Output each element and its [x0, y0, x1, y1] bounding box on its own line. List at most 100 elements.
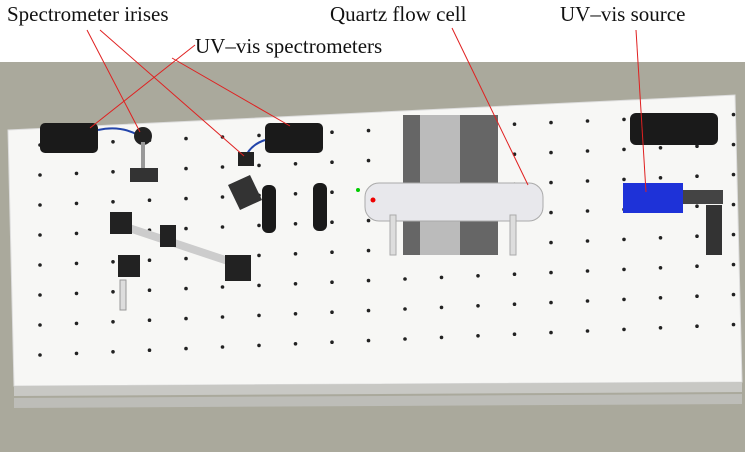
table-hole [731, 172, 736, 177]
table-hole [658, 326, 663, 330]
rail [118, 221, 242, 269]
table-hole [439, 305, 444, 310]
mirror-mount [118, 255, 140, 277]
table-hole [38, 203, 42, 207]
table-hole [293, 192, 298, 196]
table-edge [14, 382, 742, 396]
table-hole [111, 140, 115, 144]
table-hole [220, 225, 225, 229]
table-hole [622, 117, 626, 122]
table-hole [330, 220, 334, 224]
post [509, 214, 517, 256]
table-hole [184, 346, 188, 351]
table-hole [549, 150, 553, 155]
table-hole [38, 263, 42, 267]
table-hole [366, 338, 371, 343]
table-hole [293, 252, 298, 256]
table-hole [512, 122, 517, 126]
table-hole [695, 234, 699, 238]
table-hole [147, 288, 152, 293]
table-hole [257, 283, 261, 288]
post-base [228, 175, 262, 210]
table-hole [549, 210, 553, 215]
table-hole [184, 316, 188, 321]
table-hole [111, 170, 115, 174]
post-base [130, 168, 158, 182]
table-hole [512, 272, 517, 277]
table-hole [403, 277, 407, 281]
table-hole [184, 226, 188, 231]
table-hole [293, 342, 298, 346]
table-hole [658, 236, 663, 240]
spectrometer-right [630, 113, 718, 145]
post [119, 279, 127, 311]
table-hole [330, 250, 334, 254]
table-hole [330, 160, 334, 164]
table-hole [220, 345, 225, 349]
table-hole [111, 290, 115, 294]
quartz-flow-cell [364, 182, 544, 222]
table-hole [695, 294, 699, 299]
table-hole [622, 327, 626, 332]
iris-middle [238, 152, 254, 166]
table-hole [38, 323, 42, 327]
table-hole [622, 237, 626, 242]
table-hole [585, 149, 590, 153]
table-hole [184, 136, 188, 141]
table-hole [731, 232, 736, 237]
table-hole [403, 337, 407, 341]
table-hole [220, 315, 225, 319]
mirror-mount [160, 225, 176, 247]
table-hole [731, 202, 736, 207]
table-hole [549, 300, 553, 305]
table-hole [476, 334, 480, 338]
table-hole [74, 351, 79, 356]
table-hole [622, 297, 626, 302]
table-hole [695, 324, 699, 329]
table-hole [731, 142, 736, 147]
spectrometer-middle [265, 123, 323, 153]
table-hole [293, 282, 298, 286]
table-hole [731, 262, 736, 267]
mirror-mount [110, 212, 132, 234]
table-hole [147, 318, 152, 323]
table-hole [293, 222, 298, 226]
table-hole [622, 177, 626, 182]
table-hole [330, 280, 334, 285]
table-hole [695, 174, 699, 178]
table-hole [585, 239, 590, 243]
table-hole [731, 292, 736, 297]
table-hole [147, 198, 152, 202]
table-hole [257, 133, 261, 138]
table-hole [74, 321, 79, 326]
table-hole [257, 163, 261, 168]
table-hole [38, 353, 42, 357]
lens-holder [313, 183, 327, 231]
source-mount [683, 190, 723, 204]
table-hole [403, 307, 407, 311]
table-hole [257, 343, 261, 348]
table-hole [695, 144, 699, 148]
table-hole [257, 313, 261, 318]
label-uv-vis-source: UV–vis source [560, 2, 686, 26]
table-hole [439, 275, 444, 280]
post [141, 142, 145, 170]
iris-left [134, 127, 152, 145]
table-hole [622, 147, 626, 152]
table-hole [74, 291, 79, 296]
table-hole [257, 253, 261, 258]
annotation-arrows [86, 27, 647, 193]
table-hole [220, 165, 225, 169]
table-hole [111, 320, 115, 324]
table-base [14, 394, 742, 408]
table-hole [549, 270, 553, 275]
table-hole [366, 308, 371, 313]
table-hole [366, 248, 371, 253]
table-hole [184, 196, 188, 201]
table-hole [184, 256, 188, 261]
label-uv-vis-spectrometers: UV–vis spectrometers [195, 34, 383, 58]
table-hole [731, 322, 736, 327]
table-hole [695, 204, 699, 208]
marker-green [356, 188, 360, 192]
